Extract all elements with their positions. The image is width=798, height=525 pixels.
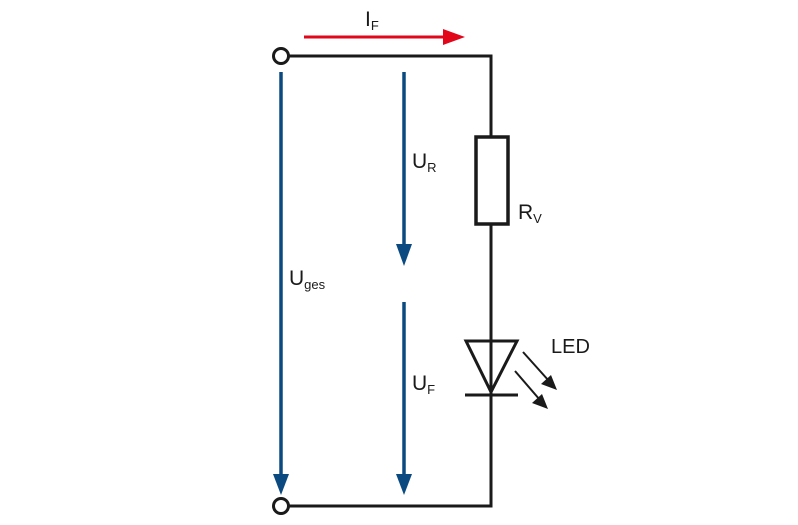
uges-label: Uges	[289, 267, 326, 292]
top-terminal[interactable]	[272, 47, 290, 65]
ur-label: UR	[412, 150, 437, 175]
circuit-wires	[289, 54, 493, 508]
uf-label: UF	[412, 372, 435, 397]
voltage-arrow-uges	[273, 72, 289, 495]
resistor-rv	[474, 135, 510, 226]
voltage-arrow-ur	[396, 72, 412, 266]
uges-arrow-head	[273, 474, 289, 495]
uf-arrow-head	[396, 474, 412, 495]
bottom-wire	[289, 395, 493, 508]
led-symbol	[463, 339, 520, 397]
light-arrow-1-head	[541, 375, 557, 390]
light-arrow-1-shaft	[522, 351, 550, 382]
light-arrow-2-shaft	[514, 370, 541, 401]
current-label: IF	[365, 8, 379, 33]
resistor-label: RV	[518, 201, 542, 226]
current-arrow-if	[304, 29, 465, 45]
led-label: LED	[551, 336, 590, 358]
light-arrow-2-head	[532, 394, 548, 409]
led-light-arrows	[514, 351, 557, 409]
current-arrow-head	[443, 29, 465, 45]
ur-arrow-head	[396, 244, 412, 266]
top-wire	[289, 54, 493, 137]
voltage-arrow-uf	[396, 302, 412, 495]
bottom-terminal[interactable]	[272, 497, 290, 515]
